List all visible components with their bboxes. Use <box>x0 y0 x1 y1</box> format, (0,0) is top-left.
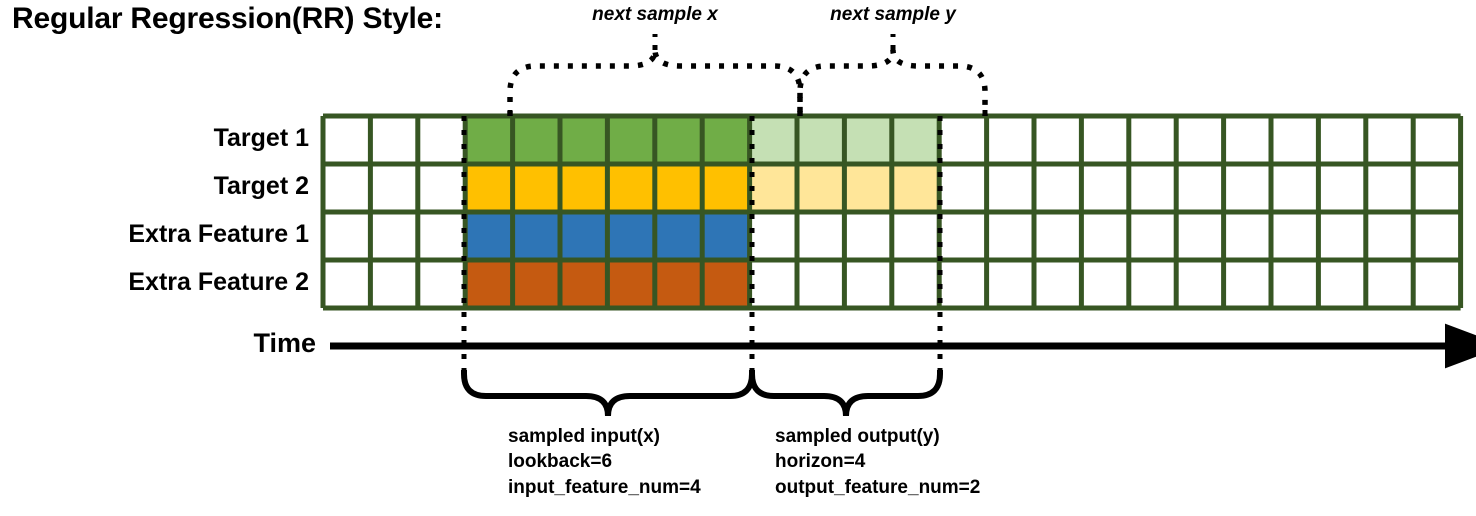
grid-cell-output <box>844 164 892 212</box>
grid-cell-input <box>512 164 560 212</box>
time-axis-label: Time <box>253 328 316 358</box>
grid-cell-input <box>702 116 750 164</box>
page-title: Regular Regression(RR) Style: <box>12 2 443 35</box>
grid-cells <box>465 116 940 308</box>
grid-cell-input <box>560 164 608 212</box>
bottom-brace <box>749 370 943 417</box>
row-label-target-2: Target 2 <box>213 171 309 200</box>
sampled-input-line-1: sampled input(x) <box>508 426 661 447</box>
row-label-target-1: Target 1 <box>213 123 309 152</box>
bottom-brace <box>461 370 755 417</box>
grid-cell-input <box>607 212 655 260</box>
next-sample-y-label: next sample y <box>830 4 956 25</box>
sampled-output-line-2: horizon=4 <box>775 451 866 473</box>
top-dotted-braces <box>507 34 988 116</box>
next-sample-x-label: next sample x <box>592 4 718 25</box>
grid-cell-output <box>749 116 797 164</box>
top-dotted-brace <box>507 49 803 116</box>
grid-cell-input <box>465 212 513 260</box>
grid-cell-output <box>844 116 892 164</box>
sampled-output-line-1: sampled output(y) <box>775 426 940 447</box>
grid-cell-output <box>797 164 845 212</box>
grid-cell-input <box>512 260 560 308</box>
grid-cell-input <box>465 116 513 164</box>
grid-cell-input <box>512 116 560 164</box>
sampled-output-annotation: sampled output(y) horizon=4 output_featu… <box>775 424 980 500</box>
grid-cell-input <box>654 116 703 164</box>
grid-cell-input <box>607 260 655 308</box>
grid-cell-output <box>797 116 845 164</box>
sampled-input-line-3: input_feature_num=4 <box>508 476 701 498</box>
grid-cell-input <box>512 212 560 260</box>
grid-cell-input <box>465 260 513 308</box>
grid-cell-input <box>607 116 655 164</box>
grid-cell-input <box>654 164 703 212</box>
grid-cell-input <box>465 164 513 212</box>
grid-cell-input <box>560 116 608 164</box>
row-label-extra-feature-1: Extra Feature 1 <box>128 219 309 248</box>
grid-cell-input <box>654 260 703 308</box>
sampled-output-line-3: output_feature_num=2 <box>775 476 981 498</box>
grid-cell-input <box>702 260 750 308</box>
grid-cell-input <box>560 212 608 260</box>
grid-cell-input <box>702 212 750 260</box>
top-dotted-brace <box>797 49 988 116</box>
grid-cell-output <box>891 164 940 212</box>
grid-cell-input <box>654 212 703 260</box>
sampled-input-annotation: sampled input(x) lookback=6 input_featur… <box>508 424 701 500</box>
grid-cell-input <box>702 164 750 212</box>
grid-cell-output <box>749 164 797 212</box>
bottom-braces <box>461 370 943 417</box>
row-label-extra-feature-2: Extra Feature 2 <box>128 267 309 296</box>
grid-cell-input <box>560 260 608 308</box>
grid-cell-input <box>607 164 655 212</box>
sampled-input-line-2: lookback=6 <box>508 451 613 473</box>
grid-cell-output <box>891 116 940 164</box>
